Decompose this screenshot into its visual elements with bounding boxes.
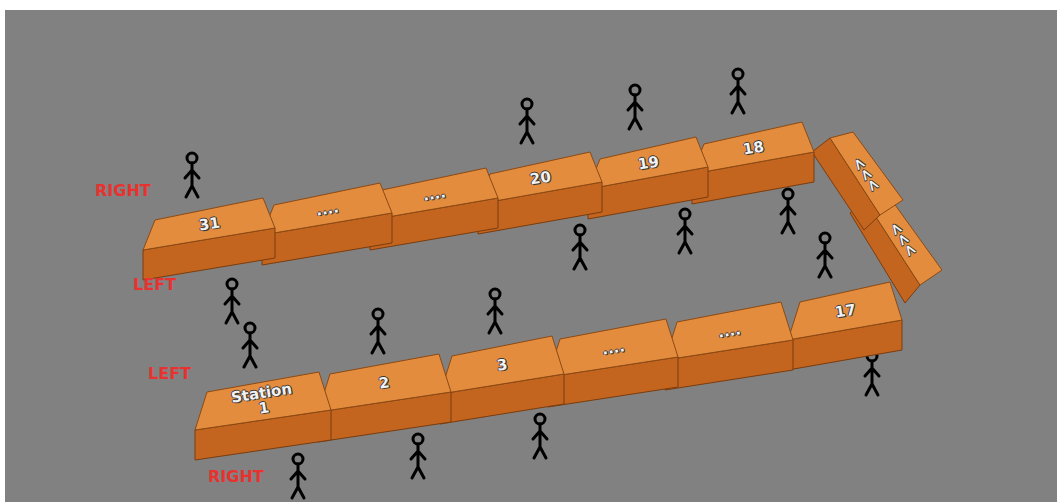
stick-figure bbox=[731, 69, 745, 113]
block-label: .... bbox=[422, 185, 447, 203]
block-label: .... bbox=[315, 200, 340, 218]
block-top bbox=[788, 282, 902, 340]
stick-figure bbox=[243, 323, 257, 367]
stick-figure bbox=[225, 279, 239, 323]
block-label: 31 bbox=[198, 215, 221, 233]
block-shape bbox=[440, 336, 564, 424]
block-top bbox=[195, 372, 331, 430]
conveyor-block: 2 bbox=[318, 354, 451, 442]
block-label: .... bbox=[717, 322, 742, 340]
stick-figure bbox=[678, 209, 692, 253]
block-shape bbox=[588, 137, 708, 219]
block-number: 17 bbox=[834, 302, 857, 320]
block-top bbox=[478, 152, 602, 204]
conveyor-block: <<< bbox=[808, 130, 908, 240]
stick-figure bbox=[628, 85, 642, 129]
block-shape bbox=[548, 319, 678, 407]
block-label: 17 bbox=[834, 302, 857, 320]
stick-figure bbox=[520, 99, 534, 143]
stick-figure bbox=[488, 289, 502, 333]
conveyor-block: Station1 bbox=[195, 372, 331, 460]
ground bbox=[5, 10, 1057, 502]
stick-figure bbox=[865, 351, 879, 395]
block-number: 3 bbox=[496, 357, 509, 373]
conveyor-block: 19 bbox=[588, 137, 708, 219]
block-shape bbox=[808, 130, 908, 240]
stick-figure bbox=[411, 434, 425, 478]
block-number: 20 bbox=[529, 169, 552, 187]
block-label: 20 bbox=[529, 169, 552, 187]
block-number: .... bbox=[717, 322, 742, 340]
stick-figure bbox=[291, 454, 305, 498]
conveyor-block: 17 bbox=[788, 282, 902, 370]
side-label: LEFT bbox=[133, 276, 176, 294]
block-number: .... bbox=[601, 339, 626, 357]
block-top bbox=[440, 336, 564, 394]
stick-figure bbox=[371, 309, 385, 353]
block-label: .... bbox=[601, 339, 626, 357]
block-label: 19 bbox=[637, 154, 660, 172]
block-number: 19 bbox=[637, 154, 660, 172]
block-shape bbox=[318, 354, 451, 442]
stick-figure bbox=[573, 225, 587, 269]
block-top bbox=[548, 319, 678, 377]
stick-figure bbox=[818, 233, 832, 277]
side-label: LEFT bbox=[148, 365, 191, 383]
block-shape bbox=[665, 302, 793, 390]
block-top bbox=[830, 132, 903, 215]
block-top bbox=[692, 122, 814, 174]
block-number: .... bbox=[315, 200, 340, 218]
stick-figure bbox=[185, 153, 199, 197]
conveyor-block: .... bbox=[665, 302, 793, 390]
block-shape bbox=[143, 198, 275, 280]
block-number: 1 bbox=[258, 400, 271, 416]
block-top bbox=[318, 354, 451, 412]
conveyor-block: 18 bbox=[692, 122, 814, 204]
conveyor-block: 3 bbox=[440, 336, 564, 424]
block-shape bbox=[692, 122, 814, 204]
stick-figure bbox=[781, 189, 795, 233]
block-number: .... bbox=[422, 185, 447, 203]
block-top bbox=[665, 302, 793, 360]
block-top bbox=[588, 137, 708, 189]
block-top bbox=[370, 168, 498, 220]
block-top bbox=[262, 183, 392, 235]
conveyor-block: 31 bbox=[143, 198, 275, 280]
block-number: 18 bbox=[742, 139, 765, 157]
side-label: RIGHT bbox=[208, 468, 264, 486]
block-number: 31 bbox=[198, 215, 221, 233]
block-label: 3 bbox=[496, 357, 509, 373]
block-shape bbox=[788, 282, 902, 370]
block-top bbox=[143, 198, 275, 250]
stick-figures bbox=[185, 69, 879, 498]
block-label: 18 bbox=[742, 139, 765, 157]
stick-figure bbox=[533, 414, 547, 458]
block-top bbox=[865, 195, 942, 285]
block-shape bbox=[262, 183, 392, 265]
conveyor-block: .... bbox=[548, 319, 678, 407]
side-label: RIGHT bbox=[95, 182, 151, 200]
conveyor-block: .... bbox=[262, 183, 392, 265]
